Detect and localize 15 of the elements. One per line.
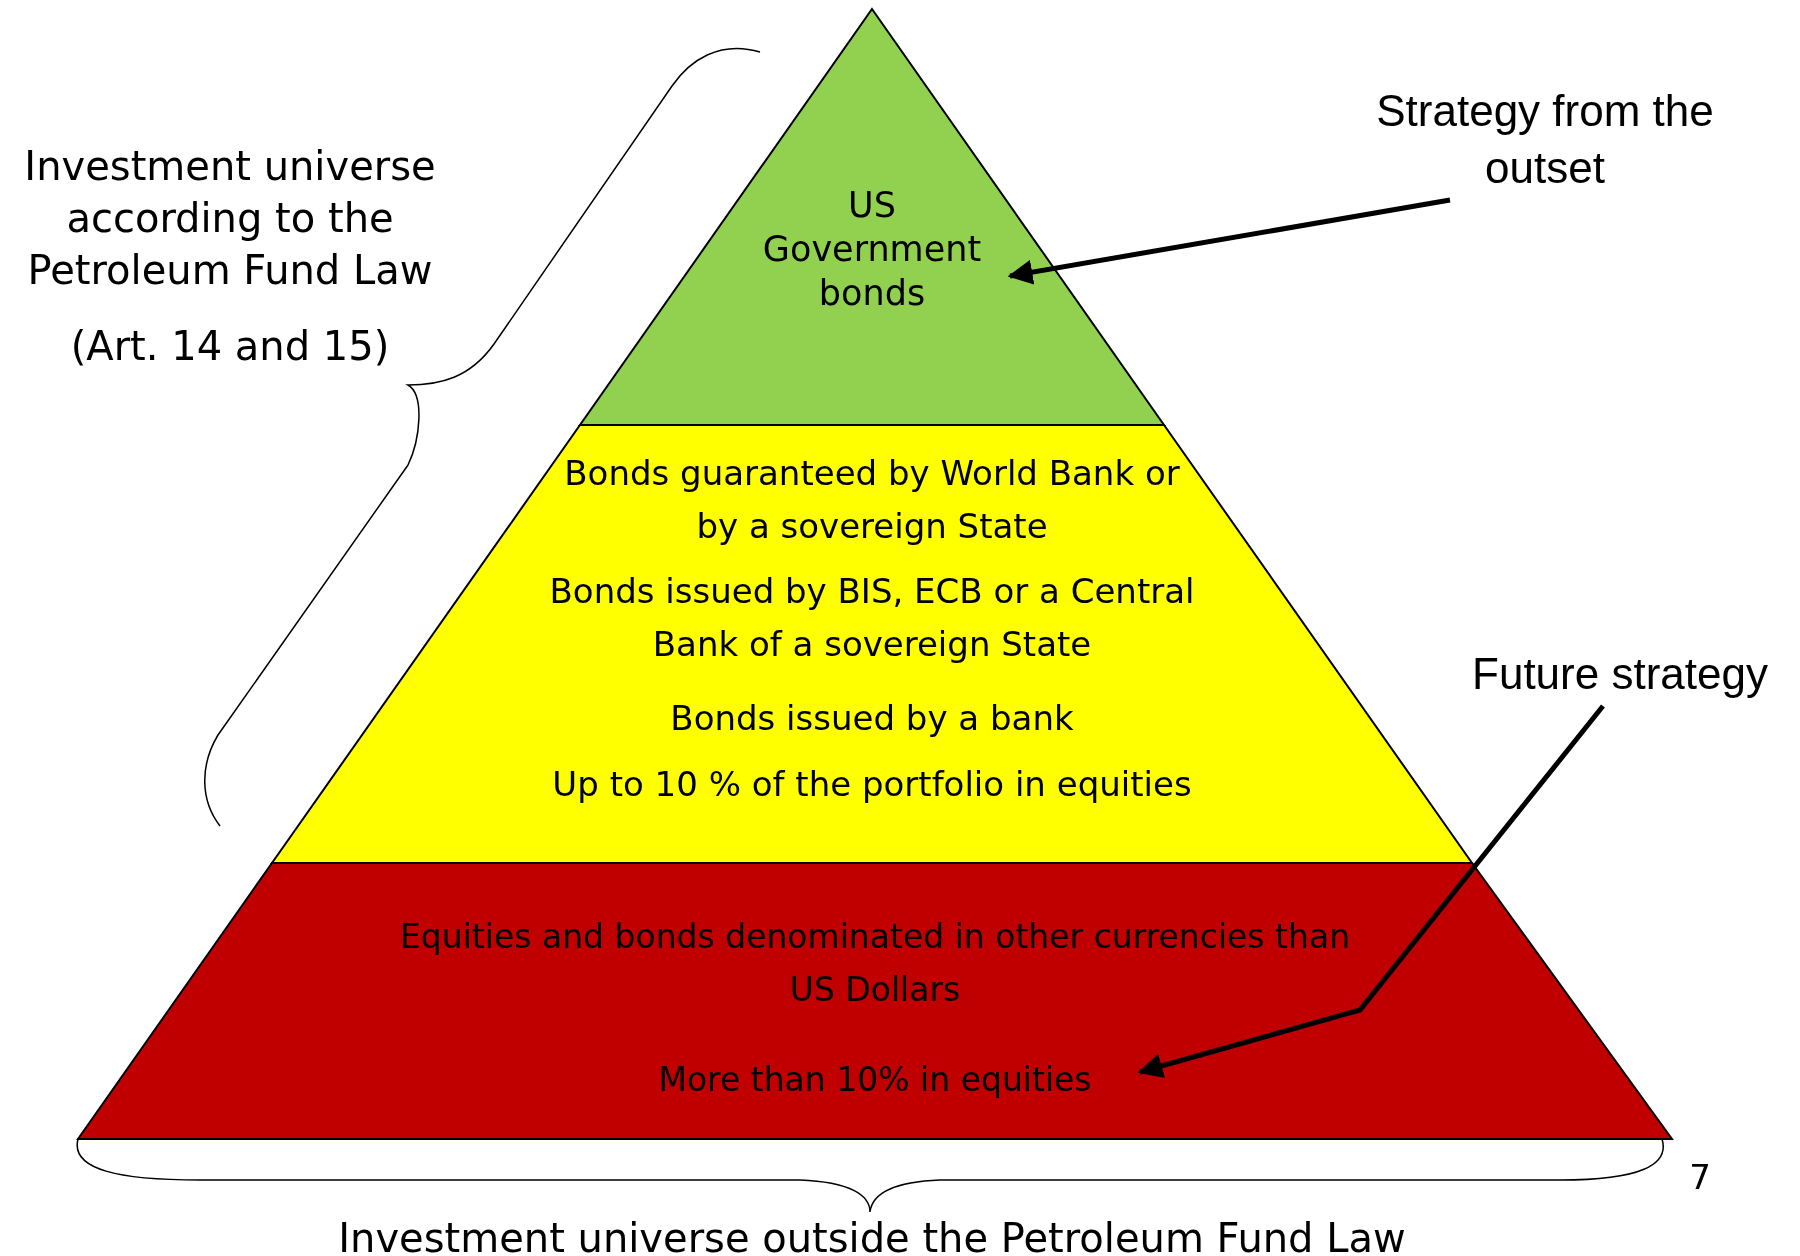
tier-text: US Government bonds — [761, 184, 983, 315]
page-number: 7 — [1688, 1156, 1712, 1199]
tier-text: More than 10% in equities — [657, 1059, 1093, 1101]
tier-text: Bonds issued by BIS, ECB or a Central Bank of a sovereign State — [548, 570, 1196, 666]
bracket-label: Investment universe according to the Petroleum Fund Law — [23, 142, 437, 295]
bracket-label: Investment universe outside the Petroleum Fund Law — [337, 1214, 1407, 1256]
arrow — [1137, 704, 1605, 1078]
tier-text: Up to 10 % of the portfolio in equities — [551, 763, 1193, 806]
callout-text: Strategy from the outset — [1375, 85, 1715, 195]
tier-text: Bonds issued by a bank — [669, 697, 1075, 740]
tier-text: Equities and bonds denominated in other currencies than US Dollars — [398, 916, 1352, 1011]
tier-text: Bonds guaranteed by World Bank or by a sovereign State — [563, 452, 1181, 548]
arrow — [1007, 197, 1451, 285]
callout-text: Future strategy — [1471, 648, 1769, 700]
bracket-label: (Art. 14 and 15) — [69, 322, 391, 371]
